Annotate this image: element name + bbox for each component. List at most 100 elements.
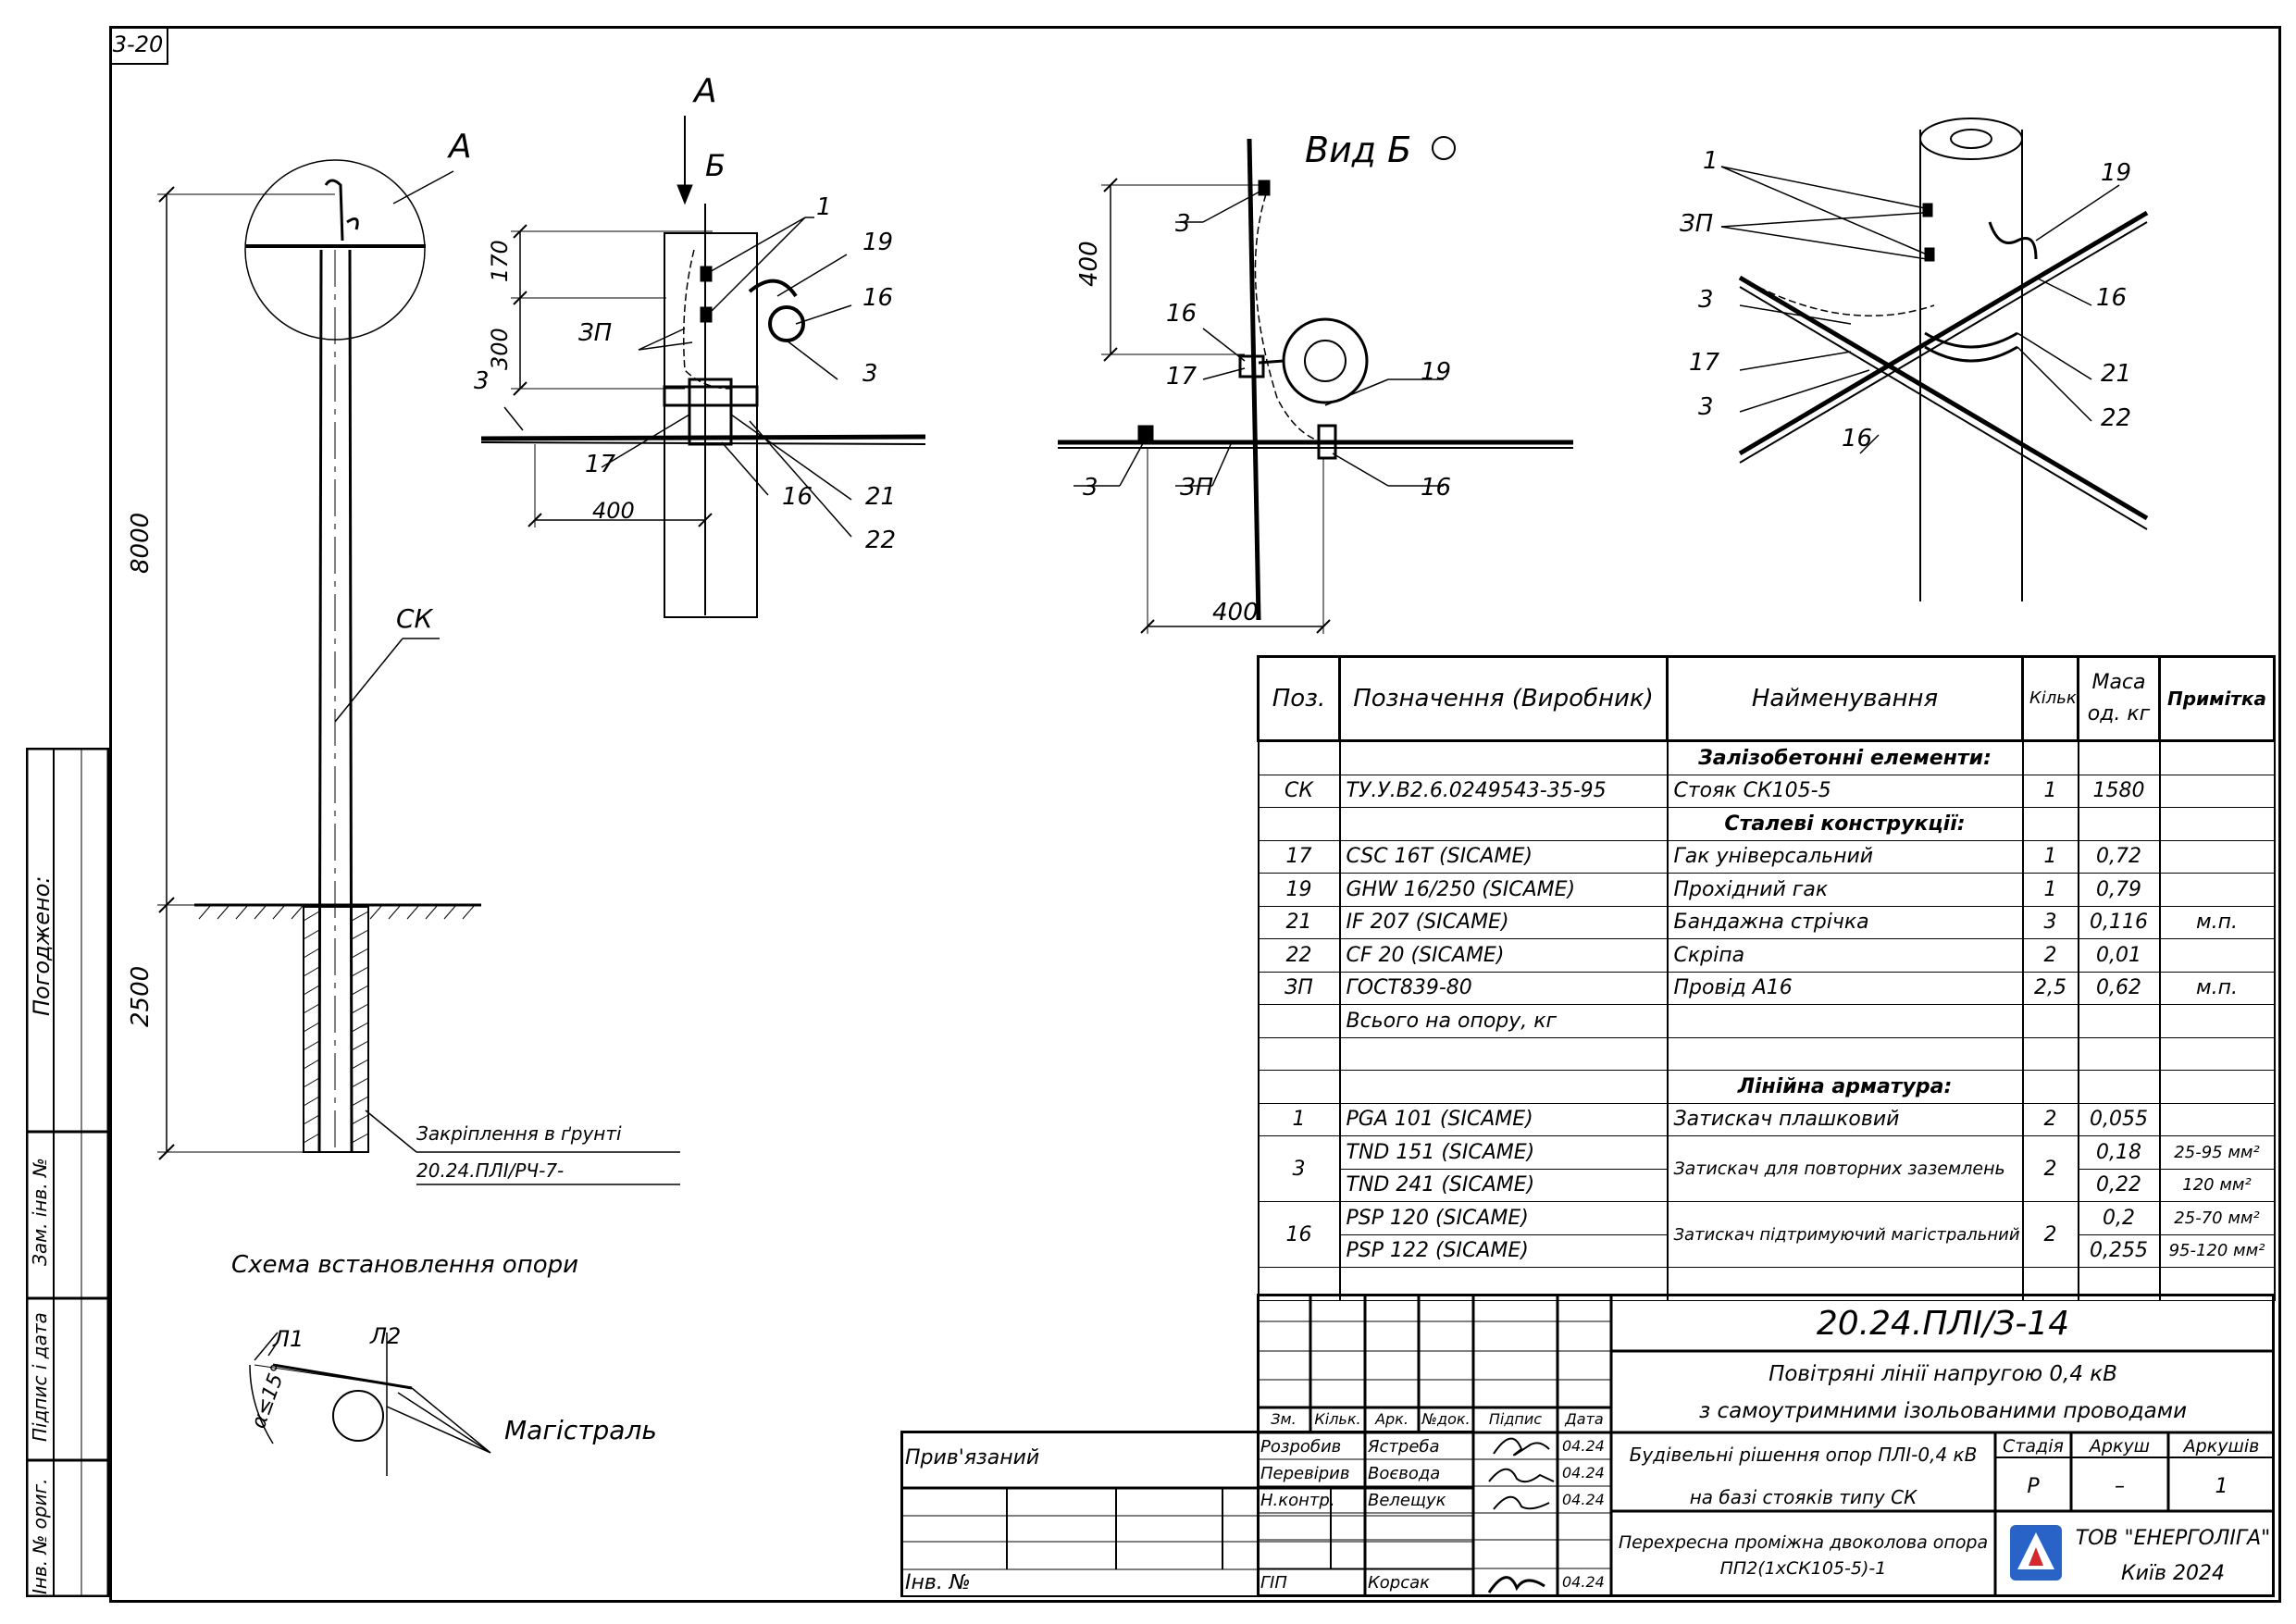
date-norm-control: 04.24 — [1562, 1491, 1605, 1508]
pole-label: СК — [396, 603, 434, 634]
sheet-code: 3-20 — [109, 26, 168, 65]
specification-table: Поз. Позначення (Виробник) Найменування … — [1257, 655, 2276, 1301]
view-a-label: А — [447, 128, 472, 166]
total-label: Всього на опору, кг — [1338, 1004, 1669, 1038]
header-name: Найменування — [1666, 655, 2024, 742]
cell-code: ТУ.У.В2.6.0249543-35-95 — [1338, 775, 1669, 808]
role-chief-engineer: ГІП — [1260, 1573, 1287, 1593]
sheet-title-2: на базі стояків типу СК — [1689, 1486, 1917, 1508]
table-row: TND 241 (SICAME) 0,22 120 мм² — [1259, 1169, 2276, 1202]
arrow-b-label: Б — [705, 148, 726, 183]
cell-qty: 2,5 — [2021, 972, 2079, 1005]
header-note: Примітка — [2158, 655, 2276, 742]
title-line-2: з самоутримними ізольованими проводами — [1698, 1399, 2188, 1423]
cell-name: Скріпа — [1666, 938, 2024, 973]
cell-name: Стояк СК105-5 — [1666, 775, 2024, 808]
cell-pos: 19 — [1257, 873, 1341, 907]
table-row: 1 PGA 101 (SICAME) Затискач плашковий 2 … — [1257, 1103, 2276, 1136]
grounding-ref: 20.24.ПЛІ/РЧ-7- — [416, 1159, 564, 1182]
cell-code: TND 241 (SICAME) — [1338, 1169, 1669, 1202]
section-title: Залізобетонні елементи: — [1666, 740, 2024, 775]
arrow-a-label: А — [692, 72, 717, 110]
callout-17-b: 17 — [1166, 363, 1198, 391]
signature-developer — [1493, 1437, 1550, 1457]
cell-note: 95-120 мм² — [2158, 1234, 2276, 1268]
dim-400-vertical: 400 — [1075, 241, 1103, 287]
cell-name: Затискач підтримуючий магістральний — [1666, 1201, 2024, 1268]
callout-22-b: 22 — [2101, 404, 2131, 432]
cell-note — [2158, 1103, 2276, 1136]
doc-code: 20.24.ПЛІ/З-14 — [1816, 1305, 2070, 1343]
header-mass: Маса од. кг — [2077, 655, 2161, 742]
cell-code: GHW 16/250 (SICAME) — [1338, 873, 1669, 907]
cell-note: м.п. — [2158, 972, 2276, 1005]
callout-16-d: 16 — [1421, 474, 1451, 502]
callout-16-e: 16 — [1842, 425, 1872, 452]
name-norm-control: Велещук — [1368, 1491, 1446, 1510]
cell-pos: 16 — [1257, 1201, 1341, 1268]
installation-scheme — [249, 1332, 491, 1476]
table-row: 22 CF 20 (SICAME) Скріпа 2 0,01 — [1257, 938, 2276, 973]
cell-code: CSC 16T (SICAME) — [1338, 840, 1669, 874]
dim-8000: 8000 — [127, 513, 155, 574]
header-code: Позначення (Виробник) — [1338, 655, 1669, 742]
cell-qty: 2 — [2021, 1103, 2079, 1136]
cell-mass: 0,62 — [2077, 972, 2161, 1005]
callout-3-c: 3 — [1175, 210, 1191, 238]
cell-note — [2158, 840, 2276, 874]
left-binding-strip: Погоджено: Інв. № ориг. Підпис і дата За… — [26, 748, 109, 1597]
detail-a-side — [480, 116, 926, 618]
callout-3-d: 3 — [1083, 474, 1098, 502]
callout-16-a: 16 — [863, 284, 893, 312]
cell-pos: 21 — [1257, 906, 1341, 939]
company-city: Київ 2024 — [2121, 1562, 2225, 1585]
scheme-title: Схема встановлення опори — [231, 1251, 578, 1279]
sheets-value: 1 — [2215, 1475, 2228, 1498]
date-checker: 04.24 — [1562, 1464, 1605, 1481]
callout-17-c: 17 — [1689, 349, 1720, 377]
cell-note: 25-95 мм² — [2158, 1135, 2276, 1170]
cell-name: Гак універсальний — [1666, 840, 2024, 874]
cell-name: Бандажна стрічка — [1666, 906, 2024, 939]
name-chief-engineer: Корсак — [1368, 1573, 1431, 1593]
cell-qty: 3 — [2021, 906, 2079, 939]
cell-code: PSP 120 (SICAME) — [1338, 1201, 1669, 1235]
linked-block-grid — [900, 1431, 1474, 1597]
cell-mass: 0,255 — [2077, 1234, 2161, 1268]
cell-pos: ЗП — [1257, 972, 1341, 1005]
rev-header-date: Дата — [1565, 1410, 1604, 1428]
section-title: Сталеві конструкції: — [1666, 807, 2024, 841]
callout-zp-a: ЗП — [578, 319, 612, 347]
rev-header-doc: №док. — [1421, 1410, 1471, 1428]
table-row: СК ТУ.У.В2.6.0249543-35-95 Стояк СК105-5… — [1257, 775, 2276, 808]
callout-16-f: 16 — [2096, 284, 2127, 312]
callout-3-e: 3 — [1698, 286, 1714, 314]
date-chief-engineer: 04.24 — [1562, 1573, 1605, 1591]
cell-qty: 2 — [2021, 1201, 2079, 1268]
cell-mass: 0,72 — [2077, 840, 2161, 874]
cell-note — [2158, 873, 2276, 907]
callout-zp-c: ЗП — [1680, 210, 1713, 238]
cell-code: TND 151 (SICAME) — [1338, 1135, 1669, 1170]
cell-qty: 1 — [2021, 873, 2079, 907]
dim-400-side: 400 — [592, 498, 635, 524]
signatures — [1487, 1437, 1555, 1593]
name-developer: Ястреба — [1368, 1437, 1440, 1457]
company-name: ТОВ "ЕНЕРГОЛІГА" — [2075, 1527, 2271, 1550]
cell-code: PSP 122 (SICAME) — [1338, 1234, 1669, 1268]
callout-16-c: 16 — [1166, 300, 1197, 328]
cell-name: Прохідний гак — [1666, 873, 2024, 907]
drawing-frame — [109, 26, 2281, 1603]
callout-1-a: 1 — [816, 193, 832, 221]
inv-label: Інв. № — [905, 1571, 971, 1594]
mainline-label: Магістраль — [504, 1415, 657, 1445]
dim-170: 170 — [487, 240, 513, 282]
cell-code: ГОСТ839-80 — [1338, 972, 1669, 1005]
cell-mass: 0,79 — [2077, 873, 2161, 907]
cell-code: CF 20 (SICAME) — [1338, 938, 1669, 973]
drawing-name-1: Перехресна проміжна двоколова опора — [1618, 1532, 1989, 1553]
cell-mass: 0,01 — [2077, 938, 2161, 973]
cell-mass: 0,22 — [2077, 1169, 2161, 1202]
rev-header-sign: Підпис — [1488, 1410, 1543, 1428]
cell-note: м.п. — [2158, 906, 2276, 939]
